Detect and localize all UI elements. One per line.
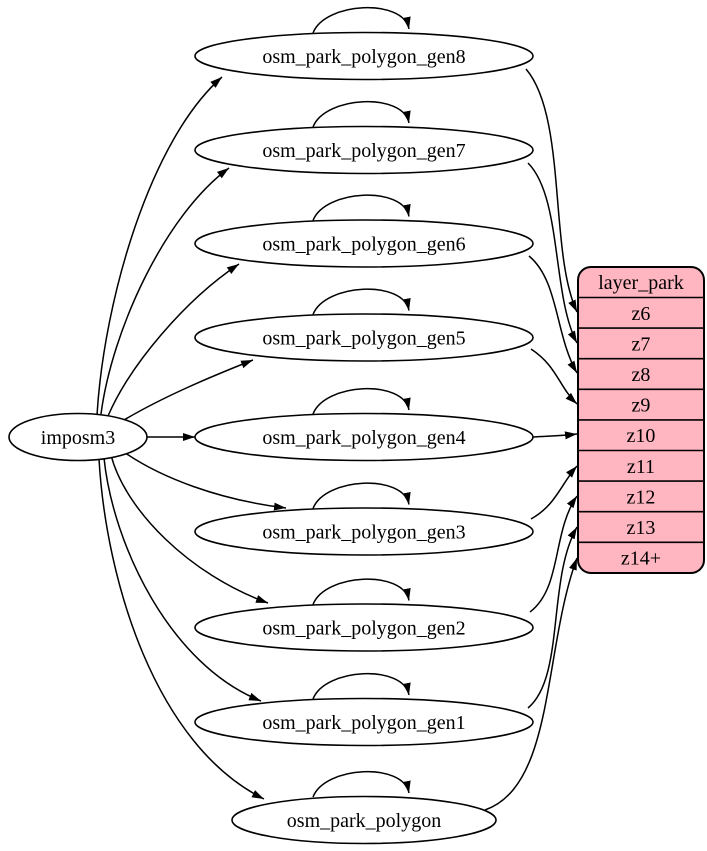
table-node-ellipse [194, 313, 534, 362]
edges-source-to-tables [96, 76, 287, 800]
edges-tables-to-layer [484, 68, 578, 811]
self-loop-edges [312, 7, 411, 798]
table-node-gen6: osm_park_polygon_gen6 [194, 219, 534, 268]
self-loop-gen7 [312, 101, 411, 128]
table-node-label: osm_park_polygon [287, 810, 441, 832]
table-node-gen1: osm_park_polygon_gen1 [194, 697, 534, 747]
edge-gen2-z12 [529, 495, 578, 613]
layer-zoom-row: z9 [632, 395, 651, 417]
edge-imposm3-gen8 [96, 76, 223, 416]
table-node-gen7: osm_park_polygon_gen7 [194, 125, 534, 175]
edge-gen8-z6 [525, 68, 578, 313]
edge-imposm3-gen5 [118, 359, 254, 424]
edge-imposm3-gen2 [110, 454, 269, 604]
edge-gen3-z11 [530, 465, 578, 520]
table-node-label: osm_park_polygon_gen3 [262, 522, 465, 544]
table-node-ellipse [194, 412, 534, 462]
edge-gen6-z8 [528, 255, 578, 374]
edge-imposm3-gen6 [107, 263, 240, 417]
table-node-label: osm_park_polygon_gen8 [262, 46, 465, 68]
layer-zoom-row: z12 [627, 486, 656, 508]
layer-zoom-row: z6 [632, 303, 651, 325]
edge-imposm3-gen1 [103, 457, 262, 702]
table-node-gen4: osm_park_polygon_gen4 [194, 412, 534, 462]
self-loop-gen2 [312, 578, 411, 605]
self-loop-gen1 [312, 673, 411, 700]
source-node-imposm3: imposm3 [8, 412, 148, 462]
table-node-label: osm_park_polygon_gen1 [262, 712, 465, 734]
layer-zoom-row: z8 [632, 364, 651, 386]
table-node-gen3: osm_park_polygon_gen3 [194, 507, 534, 556]
self-loop-gen6 [312, 194, 411, 221]
table-node-ellipse [231, 795, 497, 845]
layer-zoom-row: z7 [632, 333, 651, 355]
self-loop-gen5 [312, 288, 411, 315]
self-loop-gen3 [312, 482, 411, 509]
layer-zoom-row: z14+ [621, 548, 661, 570]
table-node-gen5: osm_park_polygon_gen5 [194, 313, 534, 362]
edge-gen5-z9 [530, 348, 578, 405]
edge-polygon-z14 [484, 557, 578, 811]
table-node-label: osm_park_polygon_gen7 [262, 140, 465, 162]
table-node-gen8: osm_park_polygon_gen8 [194, 31, 534, 81]
layer-zoom-row: z13 [627, 517, 656, 539]
edge-gen1-z13 [527, 526, 578, 709]
self-loop-polygon [312, 771, 411, 798]
edge-gen4-z10 [532, 431, 578, 440]
table-node-ellipse [194, 697, 534, 747]
table-node-gen2: osm_park_polygon_gen2 [194, 603, 534, 652]
table-node-ellipse [194, 507, 534, 556]
layer-node-title: layer_park [598, 272, 684, 294]
table-node-label: osm_park_polygon_gen2 [262, 618, 465, 640]
table-node-polygon: osm_park_polygon [231, 795, 497, 845]
self-loop-gen4 [312, 388, 411, 415]
table-node-label: osm_park_polygon_gen6 [262, 234, 465, 256]
edge-imposm3-gen3 [120, 449, 287, 511]
table-node-label: osm_park_polygon_gen4 [262, 427, 465, 449]
table-node-ellipse [194, 603, 534, 652]
self-loop-gen8 [312, 7, 411, 34]
source-node-ellipse [8, 412, 148, 462]
table-node-ellipse [194, 31, 534, 81]
edge-imposm3-gen7 [100, 167, 230, 415]
table-node-ellipse [194, 125, 534, 175]
edge-gen7-z7 [527, 162, 578, 344]
layer-node-layer-park: layer_park z6 z7 z8 z9 z10 z11 z12 z13 z… [577, 266, 705, 574]
table-node-ellipse [194, 219, 534, 268]
edge-imposm3-polygon [98, 458, 265, 800]
layer-zoom-row: z10 [627, 425, 656, 447]
layer-zoom-row: z11 [627, 456, 655, 478]
source-node-label: imposm3 [41, 427, 115, 449]
table-node-label: osm_park_polygon_gen5 [262, 328, 465, 350]
